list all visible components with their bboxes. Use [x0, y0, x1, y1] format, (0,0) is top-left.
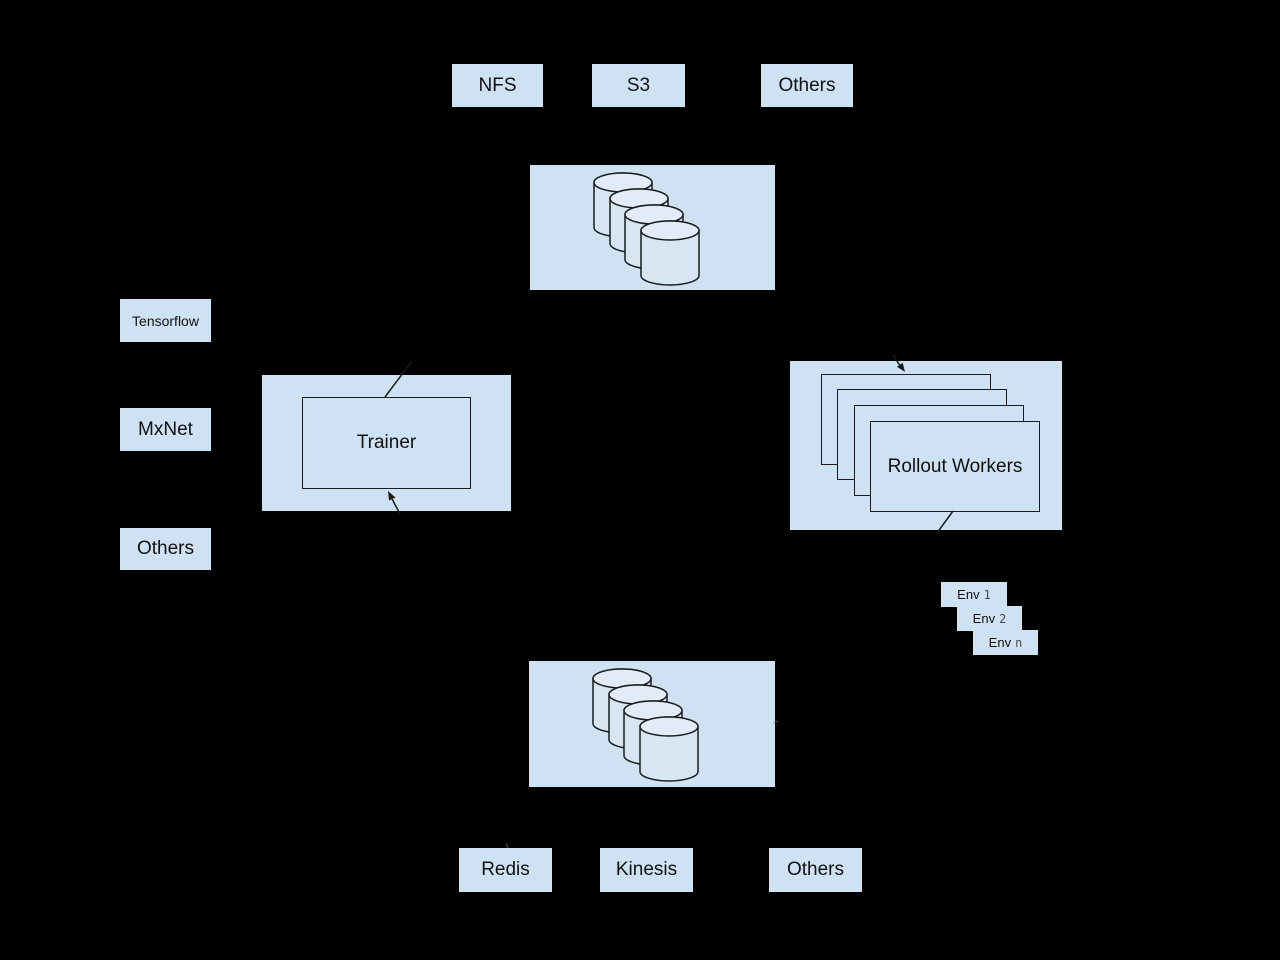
rollout-worker-card-front: Rollout Workers: [870, 421, 1040, 512]
memory-container: [529, 661, 775, 787]
rollout-workers-label: Rollout Workers: [887, 455, 1023, 477]
node-s3: S3: [592, 64, 685, 107]
storage-container: [530, 165, 775, 290]
env-n-name: Env: [988, 635, 1012, 650]
env-2-name: Env: [972, 611, 996, 626]
env-n-id: n: [1015, 635, 1023, 650]
node-framework-others-label: Others: [136, 538, 195, 559]
node-memory-others-label: Others: [786, 859, 845, 880]
trainer-label: Trainer: [356, 432, 417, 453]
trainer-container: Trainer: [262, 375, 511, 511]
node-nfs-label: NFS: [478, 74, 517, 96]
node-mxnet: MxNet: [120, 408, 211, 451]
node-storage-others-label: Others: [778, 74, 836, 96]
node-kinesis-label: Kinesis: [615, 859, 678, 880]
node-env-2: Env 2: [957, 606, 1022, 631]
node-s3-label: S3: [626, 74, 651, 96]
node-framework-others: Others: [120, 528, 211, 570]
node-env-n: Env n: [973, 630, 1038, 655]
node-tensorflow-label: Tensorflow: [132, 312, 199, 329]
node-env-1: Env 1: [941, 582, 1007, 607]
node-mxnet-label: MxNet: [138, 418, 193, 440]
env-1-id: 1: [983, 587, 991, 602]
env-1-name: Env: [957, 587, 980, 602]
node-redis: Redis: [459, 848, 552, 892]
database-stack-icon: [593, 172, 700, 286]
trainer-node: Trainer: [302, 397, 471, 489]
rollout-workers-container: Rollout Workers: [790, 361, 1062, 530]
node-nfs: NFS: [452, 64, 543, 107]
database-stack-icon: [592, 668, 699, 782]
node-redis-label: Redis: [481, 859, 530, 880]
node-tensorflow: Tensorflow: [120, 299, 211, 342]
node-storage-others: Others: [761, 64, 853, 107]
env-2-id: 2: [999, 611, 1007, 626]
node-memory-others: Others: [769, 848, 862, 892]
arrow-tick-memory-right: [774, 720, 779, 724]
node-kinesis: Kinesis: [600, 848, 693, 892]
